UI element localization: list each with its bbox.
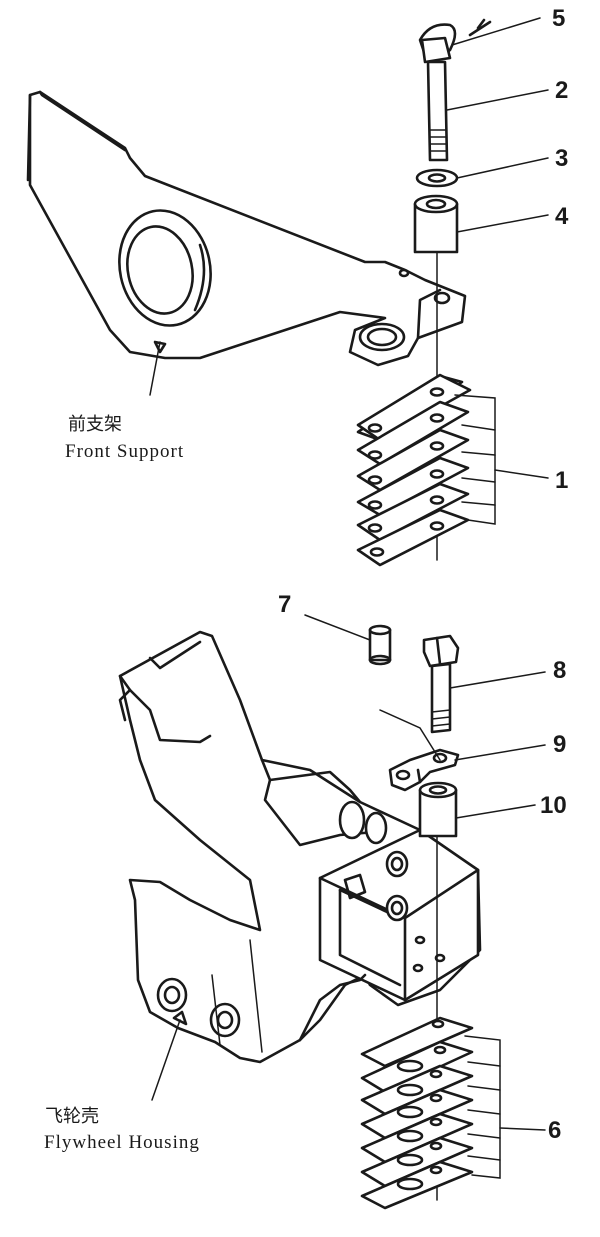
shim-plate: [360, 1160, 474, 1210]
part-9-lock-plate: [388, 748, 460, 792]
flywheel-housing-label-zh: 飞轮壳: [45, 1106, 99, 1127]
part-1-shim-stack: [356, 373, 496, 567]
front-support-assembly: 5 2 3 4 1 前支架 Front Support: [26, 5, 569, 567]
shim-plate: [356, 400, 470, 466]
callout-3: 3: [555, 145, 568, 172]
leader-1: [494, 469, 549, 479]
part-2-bolt: [420, 36, 452, 162]
callout-9: 9: [553, 731, 566, 758]
flywheel-housing-arrow: [151, 1019, 181, 1101]
shim-plate: [360, 1064, 474, 1116]
part-7-dowel: [368, 624, 392, 666]
callout-2: 2: [555, 77, 568, 104]
callout-5: 5: [552, 5, 565, 32]
shim-plate: [360, 1040, 474, 1094]
leader-5: [451, 17, 541, 46]
shim-plate: [356, 428, 470, 492]
callout-10: 10: [540, 792, 567, 819]
shim-plate: [360, 1112, 474, 1164]
leader-8: [449, 671, 546, 689]
leader-9: [454, 744, 546, 761]
leader-4: [456, 214, 549, 233]
part-4-spacer: [413, 194, 459, 254]
front-support-label-zh: 前支架: [68, 414, 122, 435]
part-10-spacer: [418, 781, 458, 838]
front-support-bracket: [26, 90, 467, 367]
part-6-shim-stack: [360, 1016, 501, 1210]
leader-3: [456, 157, 549, 179]
callout-6: 6: [548, 1117, 561, 1144]
callout-8: 8: [553, 657, 566, 684]
leader-6: [499, 1127, 546, 1131]
flywheel-housing-assembly: 7 8 9 10 6 飞轮壳 Flywheel Housing: [44, 591, 567, 1210]
leader-7: [304, 614, 371, 641]
shim-plate: [360, 1136, 474, 1188]
callout-4: 4: [555, 203, 569, 230]
shim-plate: [360, 1016, 474, 1068]
part-8-bolt: [422, 634, 460, 734]
front-support-label-en: Front Support: [65, 441, 184, 462]
shim-plate: [356, 482, 470, 542]
flywheel-housing-label-en: Flywheel Housing: [44, 1132, 200, 1153]
shim-plate: [356, 373, 472, 442]
callout-7: 7: [278, 591, 291, 618]
leader-2: [446, 89, 549, 111]
shim-plate: [356, 456, 470, 517]
flywheel-housing-body: [118, 630, 482, 1064]
leader-10: [455, 804, 536, 819]
callout-1: 1: [555, 467, 568, 494]
part-3-washer: [415, 168, 459, 188]
shim-plate: [360, 1088, 474, 1140]
